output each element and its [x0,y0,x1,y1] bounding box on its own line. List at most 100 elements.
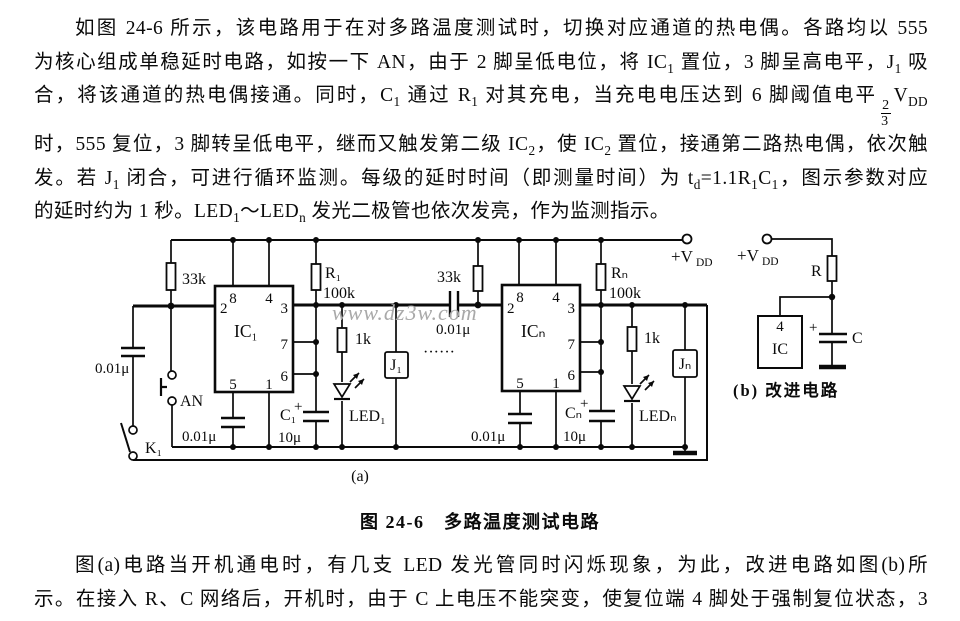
resistor-33k-2 [472,265,484,292]
label-vdd-a: +V DD [671,247,713,269]
text-line: 图(a)电路当开机通电时，有几支 LED 发光管同时闪烁现象，为此，改进电路如图… [74,555,928,576]
relay-jn-box [672,349,698,378]
ledn-symbol [622,374,655,403]
svg-text:DD: DD [762,256,779,268]
label-rn-value: 100k [609,285,641,302]
paragraph-bottom: 图(a)电路当开机通电时，有几支 LED 发光管同时闪烁现象，为此，改进电路如图… [34,549,928,616]
capacitor-c1 [303,410,329,423]
sub-label-b: (b) 改进电路 [733,380,839,400]
led1-symbol [332,372,365,401]
svg-text:8: 8 [516,290,524,306]
label-33k-2: 33k [437,269,461,286]
label-1k-1: 1k [355,331,371,348]
label-r1-value: 100k [323,285,355,302]
figure-caption: 图 24-6 多路温度测试电路 [360,512,600,532]
label-led1: LED₁ [349,408,386,425]
resistor-33k-1 [165,262,177,291]
icn-pin-labels: 8 4 2 3 7 6 5 1 [507,290,576,392]
text-line: 为核心组成单稳延时电路，如按一下 AN，由于 2 脚呈低电位，将 IC1 置位，… [34,51,928,76]
label-33k-1: 33k [182,271,206,288]
label-icb-pin4: 4 [776,319,784,335]
circuit-diagram: 33k 0.01μ AN K₁ 0.01μ IC₁ 8 4 2 3 7 6 5 … [95,233,863,485]
text-line: 示。在接入 R、C 网络后，开机时，由于 C 上电压不能突变，使复位端 4 脚处… [34,588,928,610]
resistor-1k-1 [336,327,348,353]
label-c1-value: 10μ [278,430,301,446]
svg-text:1: 1 [265,377,273,393]
capacitor-cb [819,332,847,344]
label-jn: Jₙ [679,356,692,373]
junction-dots [167,237,836,450]
svg-text:3: 3 [568,301,576,317]
svg-text:8: 8 [229,291,237,307]
paragraph-top: 如图 24-6 所示，该电路用于在对多路温度测试时，切换对应通道的热电偶。各路均… [34,12,928,229]
capacitor-pin5-1 [221,416,245,429]
svg-text:7: 7 [568,337,576,353]
icb-box [757,315,803,369]
capacitor-input [121,346,145,358]
svg-text:6: 6 [568,368,576,384]
label-an: AN [180,393,204,410]
capacitor-coupling [448,291,460,317]
resistor-r1 [310,263,322,291]
label-rn: Rₙ [611,265,628,282]
label-j1: J₁ [390,357,402,374]
label-ellipsis: ······ [423,344,455,361]
label-cap-input: 0.01μ [95,361,129,377]
label-cn-value: 10μ [563,429,586,445]
label-c1: C₁ [280,407,296,424]
switch-k1 [120,422,138,461]
svg-text:4: 4 [552,290,560,306]
label-cb: C [852,330,863,347]
sub-label-a: (a) [351,468,369,485]
wires-improved [772,238,833,366]
svg-text:4: 4 [265,291,273,307]
label-k1: K₁ [145,440,162,457]
label-cn-plus: + [580,396,588,412]
capacitors [121,291,847,429]
svg-text:+V: +V [737,246,760,265]
svg-text:2: 2 [507,301,515,317]
vdd-terminal-a [681,233,693,245]
label-ic1: IC₁ [234,321,258,341]
text-line: 如图 24-6 所示，该电路用于在对多路温度测试时，切换对应通道的热电偶。各路均… [74,18,928,39]
vdd-terminal-b [761,233,773,245]
label-cap-pin5-2: 0.01μ [471,429,505,445]
label-1k-2: 1k [644,330,660,347]
svg-text:7: 7 [281,337,289,353]
watermark: www.dz3w.com [332,300,478,325]
resistors [165,255,838,353]
label-c1-plus: + [294,399,302,415]
label-cap-coupling: 0.01μ [436,322,470,338]
label-icb: IC [772,341,788,358]
capacitor-pin5-2 [508,412,532,425]
svg-text:3: 3 [281,301,289,317]
svg-text:6: 6 [281,369,289,385]
text-line: 发。若 J1 闭合，可进行循环监测。每级的延时时间（即测量时间）为 td=1.1… [34,167,928,192]
svg-text:5: 5 [516,376,524,392]
text-line: 合，将该通道的热电偶接通。同时，C1 通过 R1 对其充电，当充电电压达到 6 … [34,85,929,129]
label-r1: R₁ [325,265,341,282]
svg-text:1: 1 [552,376,560,392]
ic1-pin-labels: 8 4 2 3 7 6 5 1 [220,291,289,393]
icn-box [500,283,582,393]
ic1-box [213,284,295,394]
label-cn: Cₙ [565,405,582,422]
pushbutton-an [159,370,177,406]
label-ledn: LEDₙ [639,408,676,425]
resistor-rb [826,255,838,282]
svg-text:5: 5 [229,377,237,393]
label-icn: ICₙ [521,321,546,341]
svg-text:+V: +V [671,247,694,266]
text-line: 的延时约为 1 秒。LED1～LEDn 发光二极管也依次发亮，作为监测指示。 [34,201,670,225]
resistor-1k-2 [626,326,638,352]
relay-j1-box [384,351,409,379]
label-vdd-b: +V DD [737,246,779,268]
svg-text:DD: DD [696,257,713,269]
capacitor-cn [589,409,615,423]
text-line: 时，555 复位，3 脚转呈低电平，继而又触发第二级 IC2，使 IC2 置位，… [34,134,928,158]
svg-text:2: 2 [220,301,228,317]
ground-symbol-a [673,447,697,456]
label-rb: R [811,263,822,280]
label-cb-plus: + [809,320,817,336]
